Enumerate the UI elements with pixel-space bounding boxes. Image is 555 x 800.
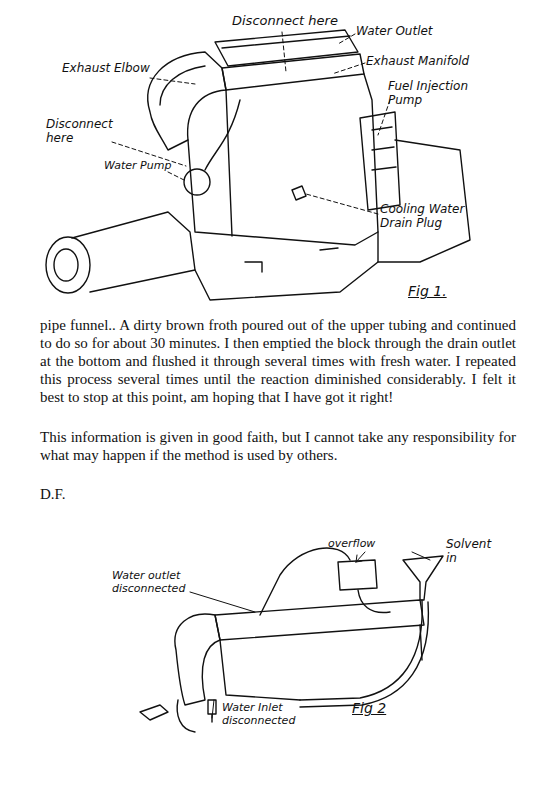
pump-detail [372, 127, 396, 170]
leader-arrow [212, 700, 214, 718]
part-label: Water Outlet [356, 25, 466, 39]
part-label: Disconnect here [46, 118, 122, 146]
part-label: Fuel Injection Pump [388, 80, 496, 108]
engine-mount [245, 248, 338, 272]
part-label: Exhaust Elbow [62, 62, 172, 76]
author-initials: D.F. [40, 485, 120, 503]
fig2-elbow-outlet [177, 700, 195, 732]
part-label: Water Inlet disconnected [222, 702, 306, 727]
part-label: overflow [328, 538, 398, 551]
sump [195, 232, 378, 300]
crank-pulley-inner [54, 249, 78, 281]
leader-line [150, 78, 195, 84]
rocker-cover [215, 30, 358, 66]
leader-lines [190, 552, 430, 718]
leader-line [332, 63, 365, 74]
overflow-tank [338, 560, 377, 590]
leader-line [168, 172, 184, 180]
drain-plug [292, 186, 306, 200]
rocker-cover-ridge [222, 36, 350, 48]
body-paragraph: pipe funnel.. A dirty brown froth poured… [40, 316, 516, 406]
part-label: Cooling Water Drain Plug [380, 203, 490, 231]
upper-tube [358, 590, 390, 613]
fig2-manifold [215, 600, 424, 640]
part-label: Disconnect here [232, 14, 372, 29]
part-label: Exhaust Manifold [366, 55, 496, 69]
water-inlet-fitting [208, 700, 216, 722]
leader-line [306, 194, 378, 214]
funnel [403, 556, 443, 600]
figure-caption: Fig 1. [408, 283, 468, 299]
pulley-housing [72, 212, 195, 292]
elbow-detail [160, 66, 205, 105]
overflow-tube [260, 548, 350, 615]
fig2-elbow [175, 614, 220, 705]
fuel-injection-pump [360, 112, 400, 210]
leader-arrow [356, 552, 365, 562]
leader-arrow [190, 592, 255, 612]
leader-arrow [412, 552, 430, 560]
water-pump [184, 169, 210, 195]
block-front [226, 90, 232, 236]
leader-line [282, 32, 286, 72]
crank-pulley [46, 237, 90, 293]
fig2-mount [140, 705, 168, 720]
figure-caption: Fig 2 [352, 700, 412, 716]
water-hose [205, 100, 240, 170]
solvent-tube-inner [300, 602, 428, 707]
exhaust-elbow [148, 52, 226, 150]
flywheel [378, 140, 470, 262]
leader-line [338, 34, 355, 44]
leader-lines [112, 32, 390, 214]
part-label: Water Pump [104, 160, 184, 173]
disclaimer-note: This information is given in good faith,… [40, 428, 516, 464]
exhaust-manifold [222, 54, 364, 90]
fig2-block [220, 625, 422, 700]
engine-block [188, 74, 378, 245]
part-label: Solvent in [446, 538, 504, 566]
part-label: Water outlet disconnected [112, 570, 200, 595]
